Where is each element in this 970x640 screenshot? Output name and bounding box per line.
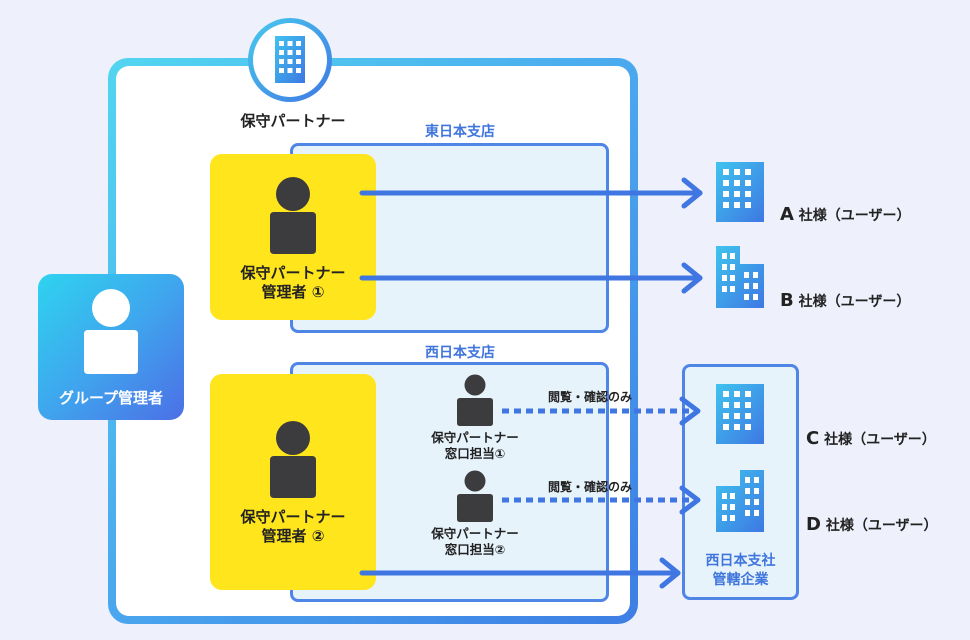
company-c-letter: C: [806, 428, 820, 449]
contact-1-line1: 保守パートナー: [431, 430, 519, 445]
company-b-label: B 社様（ユーザー）: [780, 290, 910, 311]
contact-1-label: 保守パートナー 窓口担当①: [415, 430, 535, 462]
building-icon: [716, 246, 764, 308]
building-icon: [716, 162, 764, 222]
person-icon: [270, 421, 316, 498]
manager-card-1: 保守パートナー 管理者 ①: [210, 154, 376, 320]
west-hq-label: 西日本支社 管轄企業: [682, 552, 799, 590]
company-d-letter: D: [806, 514, 821, 535]
partner-label: 保守パートナー: [240, 112, 346, 130]
person-icon: [270, 177, 316, 254]
person-icon: [457, 374, 493, 426]
contact-2-line2: 窓口担当②: [444, 542, 506, 557]
manager-2-line1: 保守パートナー: [240, 508, 346, 526]
view-only-label-2: 閲覧・確認のみ: [548, 480, 633, 494]
contact-1-line2: 窓口担当①: [444, 446, 506, 461]
east-branch-label: 東日本支店: [425, 124, 495, 140]
partner-building-badge: [247, 17, 333, 103]
company-d-suffix: 社様（ユーザー）: [820, 518, 938, 534]
manager-1-line1: 保守パートナー: [240, 264, 346, 282]
company-d-label: D 社様（ユーザー）: [806, 514, 938, 535]
group-admin-card: [38, 274, 184, 420]
company-a-suffix: 社様（ユーザー）: [793, 208, 911, 224]
manager-2-line2: 管理者 ②: [261, 527, 325, 545]
person-icon: [84, 289, 138, 374]
company-b-suffix: 社様（ユーザー）: [793, 294, 911, 310]
company-a-letter: A: [780, 204, 794, 225]
company-b-letter: B: [780, 290, 794, 311]
contact-2-line1: 保守パートナー: [431, 526, 519, 541]
building-icon: [716, 384, 764, 444]
company-a-label: A 社様（ユーザー）: [780, 204, 911, 225]
view-only-label-1: 閲覧・確認のみ: [548, 390, 633, 404]
west-hq-line1: 西日本支社: [705, 553, 776, 569]
building-icon: [275, 36, 305, 83]
building-icon: [716, 470, 764, 532]
group-admin-label: グループ管理者: [58, 389, 164, 407]
company-c-label: C 社様（ユーザー）: [806, 428, 936, 449]
manager-card-2: 保守パートナー 管理者 ②: [210, 374, 376, 590]
manager-1-line2: 管理者 ①: [261, 283, 325, 301]
west-hq-line2: 管轄企業: [712, 572, 769, 588]
company-c-suffix: 社様（ユーザー）: [819, 432, 936, 448]
contact-2-label: 保守パートナー 窓口担当②: [415, 526, 535, 558]
west-branch-label: 西日本支店: [425, 345, 495, 361]
person-icon: [457, 470, 493, 522]
